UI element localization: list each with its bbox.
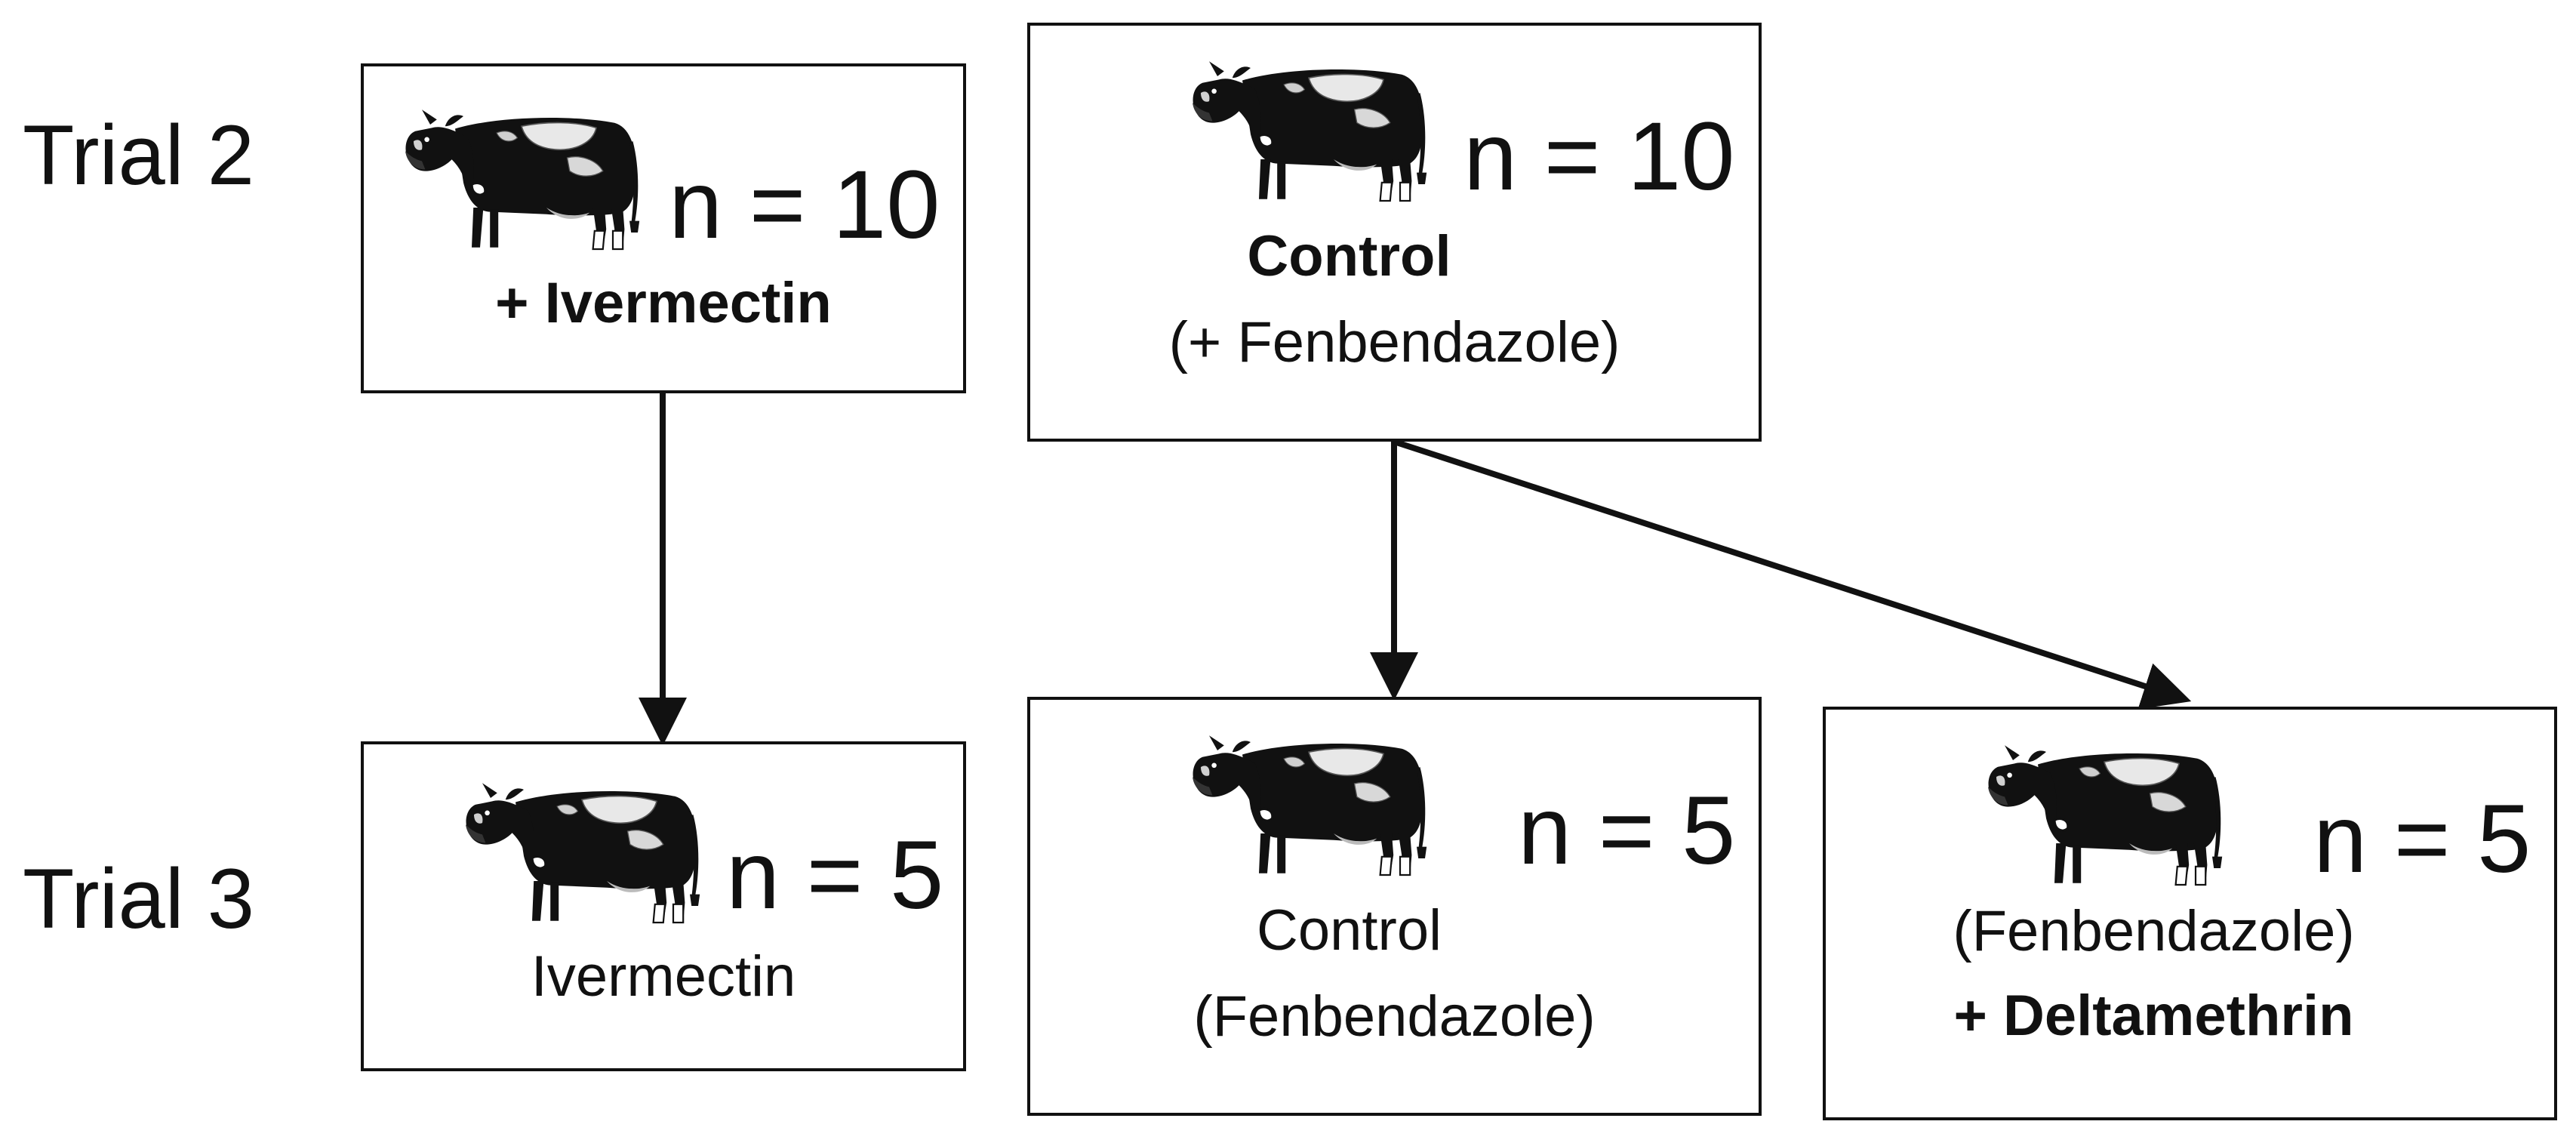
group-note: (+ Fenbendazole) xyxy=(1168,310,1620,374)
group-count: n = 5 xyxy=(2313,785,2531,893)
trial-2-label: Trial 2 xyxy=(23,108,255,202)
group-treatment: + Ivermectin xyxy=(495,271,832,335)
group-note: (Fenbendazole) xyxy=(1193,984,1596,1049)
group-note: (Fenbendazole) xyxy=(1953,899,2355,963)
group-box-t2-ivermectin: n = 10 + Ivermectin xyxy=(361,63,966,393)
group-count: n = 10 xyxy=(1463,103,1735,211)
arrow-deltamethrin xyxy=(1393,439,2192,710)
group-treatment: Ivermectin xyxy=(531,944,796,1009)
group-box-t3-control: n = 5 Control (Fenbendazole) xyxy=(1027,697,1762,1116)
cow-icon xyxy=(397,88,646,261)
trial-3-label: Trial 3 xyxy=(23,852,255,946)
group-box-t3-deltamethrin: n = 5 (Fenbendazole) + Deltamethrin xyxy=(1823,707,2557,1120)
group-treatment: Control xyxy=(1257,898,1442,963)
cow-icon xyxy=(1980,723,2229,897)
group-count: n = 5 xyxy=(726,821,944,929)
group-treatment: + Deltamethrin xyxy=(1953,984,2354,1048)
group-box-t3-ivermectin: n = 5 Ivermectin xyxy=(361,741,966,1071)
cow-icon xyxy=(1184,39,1433,213)
group-treatment: Control xyxy=(1247,224,1451,288)
group-count: n = 10 xyxy=(669,151,940,259)
cow-icon xyxy=(457,761,706,935)
group-count: n = 5 xyxy=(1518,777,1736,885)
cow-icon xyxy=(1184,713,1433,887)
group-box-t2-control: n = 10 Control (+ Fenbendazole) xyxy=(1027,23,1762,442)
